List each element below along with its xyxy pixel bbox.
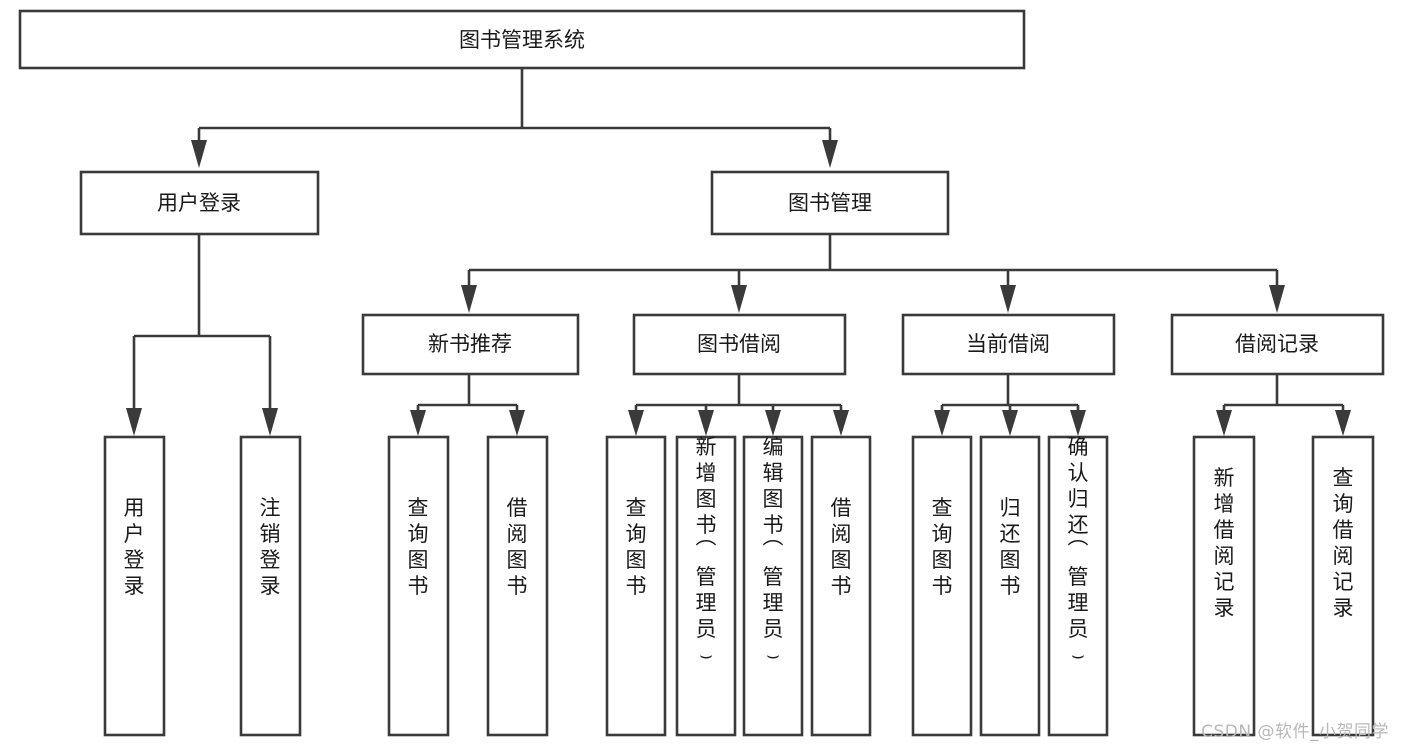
arrowhead-cb-leaf1 [934, 410, 950, 436]
node-new-book-recommend[interactable]: 新书推荐 [361, 313, 580, 376]
leaf-box[interactable] [1047, 435, 1109, 737]
leaf-label-vertical: 注销登录 [260, 496, 281, 598]
leaf-box[interactable] [810, 435, 872, 737]
leaf-node-nbr-borrow-book[interactable]: 借阅图书 [486, 435, 549, 737]
leaf-node-nbr-query-book[interactable]: 查询图书 [387, 435, 450, 737]
connector-group-current-borrow [934, 374, 1086, 436]
arrowhead-new-book-recommend [461, 285, 477, 313]
leaf-node-bb-borrow-book[interactable]: 借阅图书 [810, 435, 872, 737]
arrowhead-br-leaf2 [1335, 410, 1351, 436]
leaf-node-bb-add-book-admin[interactable]: 新增图书⌒管理员⌣ [675, 435, 737, 737]
leaf-box[interactable] [1311, 435, 1375, 737]
arrowhead-cb-leaf3 [1070, 410, 1086, 436]
arrowhead-book-borrow [731, 285, 747, 313]
leaf-node-user-login-login[interactable]: 用户登录 [103, 435, 166, 737]
leaf-label-vertical: 归还图书 [1000, 496, 1021, 598]
arrowhead-borrow-records [1269, 285, 1285, 313]
arrowhead-cb-leaf2 [1002, 410, 1018, 436]
arrowhead-nbr-leaf1 [410, 410, 426, 436]
arrowhead-bb-leaf3 [765, 410, 781, 436]
leaf-node-bb-edit-book-admin[interactable]: 编辑图书⌒管理员⌣ [742, 435, 804, 737]
arrowhead-book-mgmt [822, 140, 838, 168]
connector-group-borrow-records [1216, 374, 1351, 436]
leaf-box[interactable] [911, 435, 973, 737]
leaf-node-br-add-record[interactable]: 新增借阅记录 [1192, 435, 1256, 737]
leaf-label-vertical: 用户登录 [124, 496, 145, 598]
connector-group-new-book-recommend [410, 374, 525, 436]
leaf-box[interactable] [239, 435, 302, 737]
node-user-login[interactable]: 用户登录 [79, 170, 320, 236]
arrowhead-nbr-leaf2 [509, 410, 525, 436]
node-new-book-recommend-label: 新书推荐 [428, 332, 512, 356]
leaf-label-vertical: 查询借阅记录 [1333, 466, 1354, 620]
arrowhead-bb-leaf1 [628, 410, 644, 436]
leaf-box[interactable] [605, 435, 667, 737]
leaf-node-cb-return-book[interactable]: 归还图书 [979, 435, 1041, 737]
arrowhead-ul-leaf1 [126, 408, 142, 436]
arrowhead-bb-leaf2 [698, 410, 714, 436]
arrowhead-br-leaf1 [1216, 410, 1232, 436]
leaf-label-vertical: 借阅图书 [831, 496, 852, 598]
leaf-label-vertical: 查询图书 [626, 496, 647, 598]
node-user-login-label: 用户登录 [157, 191, 241, 215]
connector-group-book-mgmt [461, 234, 1285, 313]
arrowhead-ul-leaf2 [262, 408, 278, 436]
connector-group-user-login [126, 234, 278, 436]
arrowhead-user-login [191, 140, 207, 168]
leaf-box[interactable] [103, 435, 166, 737]
leaf-node-user-logout[interactable]: 注销登录 [239, 435, 302, 737]
node-root-label: 图书管理系统 [459, 28, 585, 52]
node-book-borrow-label: 图书借阅 [697, 332, 781, 356]
leaf-label-vertical: 新增借阅记录 [1214, 466, 1235, 620]
leaf-box[interactable] [675, 435, 737, 737]
node-root-system[interactable]: 图书管理系统 [18, 9, 1026, 70]
node-current-borrow[interactable]: 当前借阅 [901, 313, 1116, 376]
leaf-label-vertical: 查询图书 [408, 496, 429, 598]
leaf-box[interactable] [979, 435, 1041, 737]
node-root-box[interactable] [18, 9, 1026, 70]
leaf-node-bb-query-book[interactable]: 查询图书 [605, 435, 667, 737]
leaf-label-vertical: 查询图书 [932, 496, 953, 598]
node-current-borrow-box[interactable] [901, 313, 1116, 376]
leaf-box[interactable] [387, 435, 450, 737]
arrowhead-bb-leaf4 [833, 410, 849, 436]
leaf-node-cb-query-book[interactable]: 查询图书 [911, 435, 973, 737]
leaf-box[interactable] [1192, 435, 1256, 737]
leaf-label-vertical: 确认归还⌒管理员⌣ [1068, 435, 1089, 667]
connector-group-book-borrow [628, 374, 849, 436]
node-borrow-records-box[interactable] [1170, 313, 1385, 376]
node-book-management[interactable]: 图书管理 [710, 170, 950, 236]
leaf-label-vertical: 借阅图书 [507, 496, 528, 598]
node-user-login-box[interactable] [79, 170, 320, 236]
node-borrow-records-label: 借阅记录 [1235, 332, 1319, 356]
connector-group-root [191, 68, 838, 168]
arrowhead-current-borrow [1000, 285, 1016, 313]
leaf-label-vertical: 新增图书⌒管理员⌣ [696, 435, 717, 667]
leaf-node-cb-confirm-return-admin[interactable]: 确认归还⌒管理员⌣ [1047, 435, 1109, 737]
leaf-node-br-query-record[interactable]: 查询借阅记录 [1311, 435, 1375, 737]
node-book-management-label: 图书管理 [788, 191, 872, 215]
node-current-borrow-label: 当前借阅 [966, 332, 1050, 356]
leaf-box[interactable] [486, 435, 549, 737]
node-book-borrow-box[interactable] [632, 313, 847, 376]
leaf-box[interactable] [742, 435, 804, 737]
node-book-management-box[interactable] [710, 170, 950, 236]
node-book-borrow[interactable]: 图书借阅 [632, 313, 847, 376]
node-borrow-records[interactable]: 借阅记录 [1170, 313, 1385, 376]
leaf-label-vertical: 编辑图书⌒管理员⌣ [763, 435, 784, 667]
node-new-book-recommend-box[interactable] [361, 313, 580, 376]
